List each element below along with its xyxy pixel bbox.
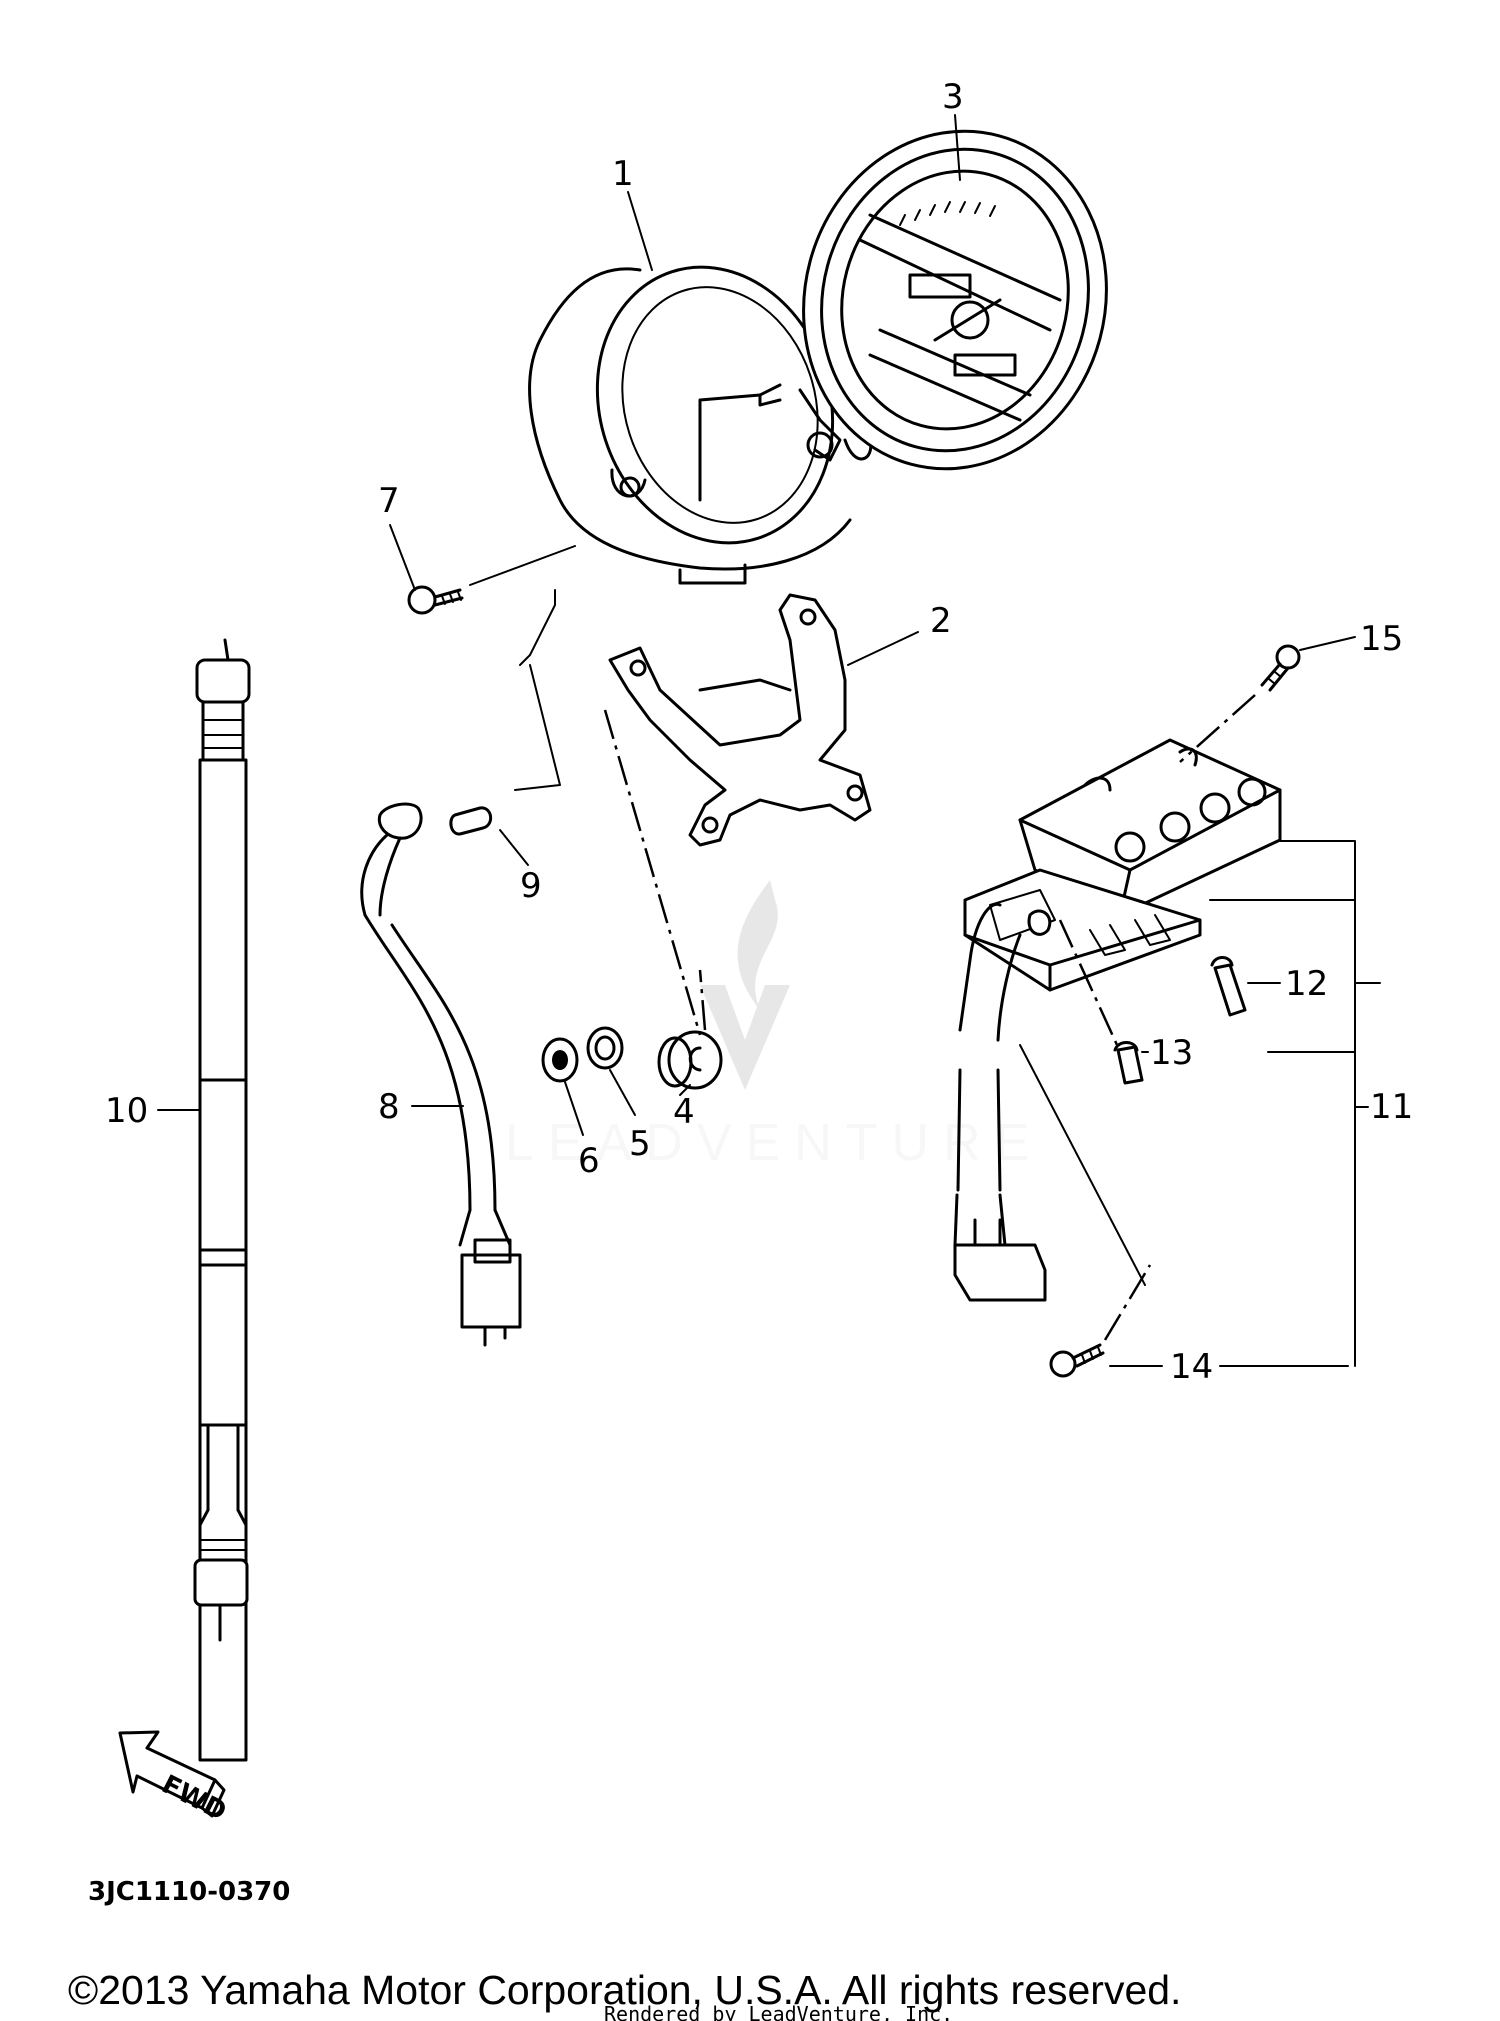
callout-5: 5: [629, 1124, 651, 1164]
forward-arrow: FWD: [118, 1730, 231, 1827]
part-2-bracket: [608, 593, 872, 847]
callout-11: 11: [1370, 1087, 1413, 1127]
callout-2: 2: [930, 601, 952, 641]
leader-lines: [389, 114, 1381, 1367]
part-8-wire-lead: [360, 802, 522, 1347]
callout-labels: 1 2 3 4 5 6 7 8 9 10 11 12 13 14 15: [105, 77, 1413, 1387]
callout-8: 8: [378, 1087, 400, 1127]
callout-9: 9: [520, 866, 542, 906]
callout-13: 13: [1150, 1033, 1193, 1073]
callout-7: 7: [378, 481, 400, 521]
copyright-notice: ©2013 Yamaha Motor Corporation, U.S.A. A…: [68, 1967, 1181, 2013]
part-9-bulb: [449, 589, 561, 836]
part-15-screw: [1179, 636, 1356, 763]
parts-12-13-bulbs: [1058, 919, 1247, 1085]
part-11-indicator-assembly: [953, 738, 1282, 1302]
callout-14: 14: [1170, 1347, 1213, 1387]
callout-4: 4: [673, 1092, 695, 1132]
callout-1: 1: [612, 154, 634, 194]
rendered-by-notice: Rendered by LeadVenture, Inc.: [604, 2002, 953, 2021]
callout-3: 3: [942, 77, 964, 117]
part-7-screw: [407, 545, 576, 615]
part-14-screw: [1049, 1264, 1152, 1378]
drawing-code: 3JC1110-0370: [88, 1877, 290, 1907]
watermark-text: LEADVENTURE: [505, 1114, 1043, 1172]
callout-10: 10: [105, 1091, 148, 1131]
leadventure-watermark: LEADVENTURE: [505, 880, 1043, 1172]
callout-6: 6: [578, 1141, 600, 1181]
part-3-speedometer: [698, 129, 1108, 502]
callout-12: 12: [1285, 964, 1328, 1004]
parts-4-5-6-grommet-washers: [541, 709, 723, 1090]
part-10-cable: [157, 638, 251, 1762]
callout-15: 15: [1360, 619, 1403, 659]
